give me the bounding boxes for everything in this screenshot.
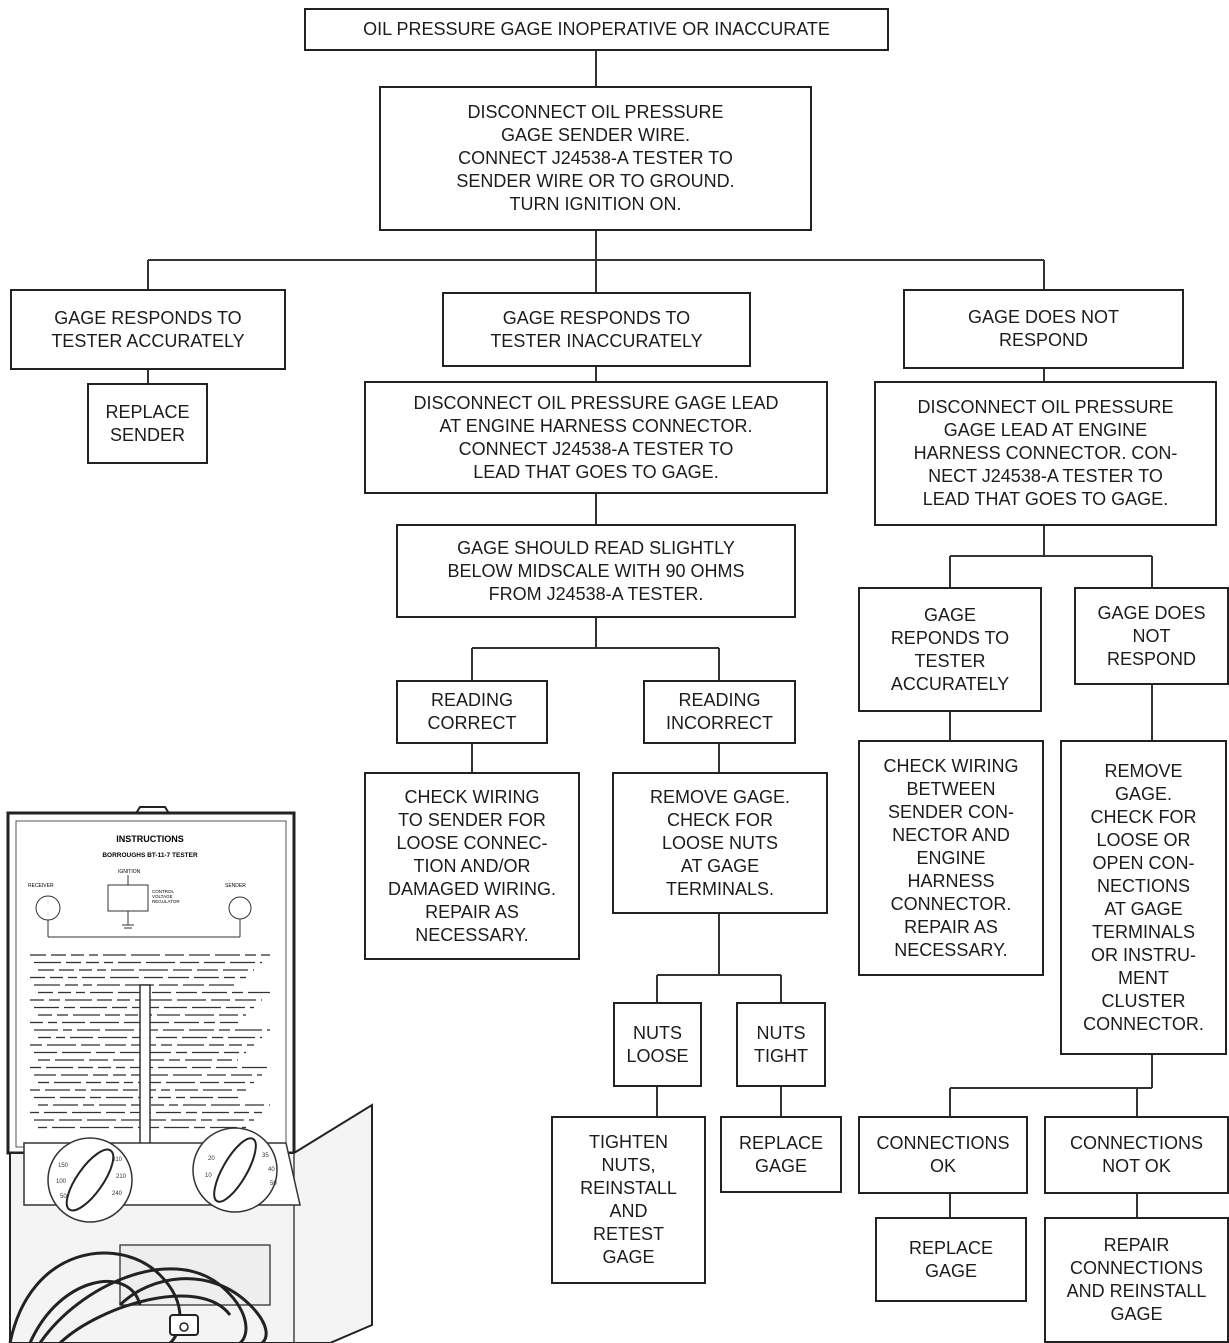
responds-accurately-box: GAGE RESPONDS TO TESTER ACCURATELY	[10, 289, 286, 370]
remove-gage-check-connections-box: REMOVE GAGE. CHECK FOR LOOSE OR OPEN CON…	[1060, 740, 1227, 1055]
gage-not-respond-box: GAGE DOES NOT RESPOND	[1074, 587, 1229, 685]
svg-text:50: 50	[270, 1181, 277, 1187]
tighten-nuts-box: TIGHTEN NUTS, REINSTALL AND RETEST GAGE	[551, 1116, 706, 1284]
reading-correct-box: READING CORRECT	[396, 680, 548, 744]
panel-title: INSTRUCTIONS	[116, 834, 184, 844]
label-ignition: IGNITION	[118, 869, 141, 875]
disconnect-gage-lead-box: DISCONNECT OIL PRESSURE GAGE LEAD AT ENG…	[364, 381, 828, 494]
svg-text:240: 240	[112, 1191, 123, 1197]
svg-text:210: 210	[116, 1174, 127, 1180]
title-box: OIL PRESSURE GAGE INOPERATIVE OR INACCUR…	[304, 8, 889, 51]
remove-gage-check-nuts-box: REMOVE GAGE. CHECK FOR LOOSE NUTS AT GAG…	[612, 772, 828, 914]
svg-text:10: 10	[205, 1173, 212, 1179]
connections-ok-box: CONNECTIONS OK	[858, 1116, 1028, 1194]
repair-connections-box: REPAIR CONNECTIONS AND REINSTALL GAGE	[1044, 1217, 1229, 1343]
svg-text:40: 40	[268, 1167, 275, 1173]
svg-text:20: 20	[208, 1156, 215, 1162]
check-wiring-harness-box: CHECK WIRING BETWEEN SENDER CON- NECTOR …	[858, 740, 1044, 976]
reading-incorrect-box: READING INCORRECT	[643, 680, 796, 744]
responds-inaccurately-box: GAGE RESPONDS TO TESTER INACCURATELY	[442, 292, 751, 367]
tester-illustration: INSTRUCTIONS BORROUGHS BT-11-7 TESTER RE…	[6, 806, 373, 1343]
gage-midscale-check-box: GAGE SHOULD READ SLIGHTLY BELOW MIDSCALE…	[396, 524, 796, 618]
gage-responds-accurately-box: GAGE REPONDS TO TESTER ACCURATELY	[858, 587, 1042, 712]
does-not-respond-box: GAGE DOES NOT RESPOND	[903, 289, 1184, 369]
svg-text:150: 150	[58, 1163, 69, 1169]
svg-text:50: 50	[60, 1194, 67, 1200]
label-receiver: RECEIVER	[28, 883, 54, 889]
svg-text:100: 100	[56, 1179, 67, 1185]
nuts-tight-box: NUTS TIGHT	[736, 1002, 826, 1087]
label-sender: SENDER	[225, 883, 246, 889]
nuts-loose-box: NUTS LOOSE	[613, 1002, 702, 1087]
disconnect-gage-lead-right-box: DISCONNECT OIL PRESSURE GAGE LEAD AT ENG…	[874, 381, 1217, 526]
connections-not-ok-box: CONNECTIONS NOT OK	[1044, 1116, 1229, 1194]
replace-gage-box-middle: REPLACE GAGE	[720, 1116, 842, 1193]
panel-subtitle: BORROUGHS BT-11-7 TESTER	[102, 852, 198, 859]
replace-sender-box: REPLACE SENDER	[87, 383, 208, 464]
svg-text:310: 310	[112, 1157, 123, 1163]
replace-gage-box-right: REPLACE GAGE	[875, 1217, 1027, 1302]
check-wiring-sender-box: CHECK WIRING TO SENDER FOR LOOSE CONNEC-…	[364, 772, 580, 960]
svg-text:35: 35	[262, 1153, 269, 1159]
step-disconnect-sender-box: DISCONNECT OIL PRESSURE GAGE SENDER WIRE…	[379, 86, 812, 231]
